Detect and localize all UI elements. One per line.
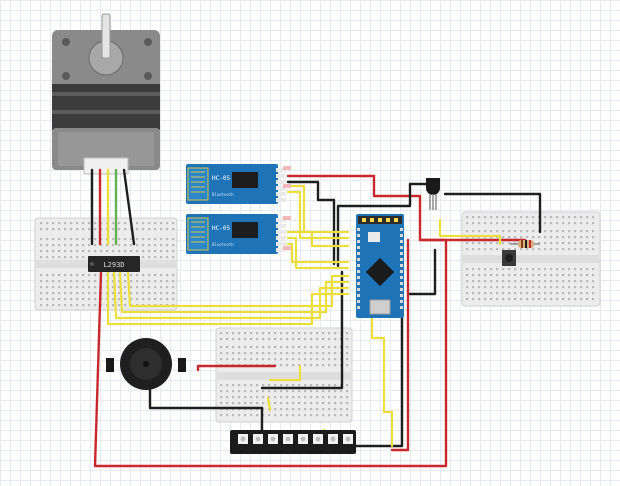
bluetooth-2-label: HC-05 — [212, 225, 230, 232]
bluetooth-pin-markers — [283, 166, 291, 250]
push-button — [502, 250, 516, 266]
resistor — [510, 240, 540, 248]
led-strip — [230, 430, 356, 454]
bluetooth-module-2: HC-05 Bluetooth — [186, 214, 286, 254]
driver-chip: L293D — [88, 256, 140, 272]
breadboard-middle — [215, 327, 353, 423]
breadboard-right — [461, 211, 601, 307]
driver-chip-label: L293D — [103, 261, 124, 269]
bluetooth-2-sublabel: Bluetooth — [212, 242, 234, 247]
stepper-motor — [52, 13, 160, 175]
bluetooth-1-label: HC-05 — [212, 175, 230, 182]
bluetooth-module-1: HC-05 Bluetooth — [186, 164, 286, 204]
bluetooth-1-sublabel: Bluetooth — [212, 192, 234, 197]
arduino-nano — [356, 214, 404, 318]
temp-sensor — [426, 178, 440, 210]
wires — [90, 168, 542, 468]
buzzer — [106, 338, 186, 390]
